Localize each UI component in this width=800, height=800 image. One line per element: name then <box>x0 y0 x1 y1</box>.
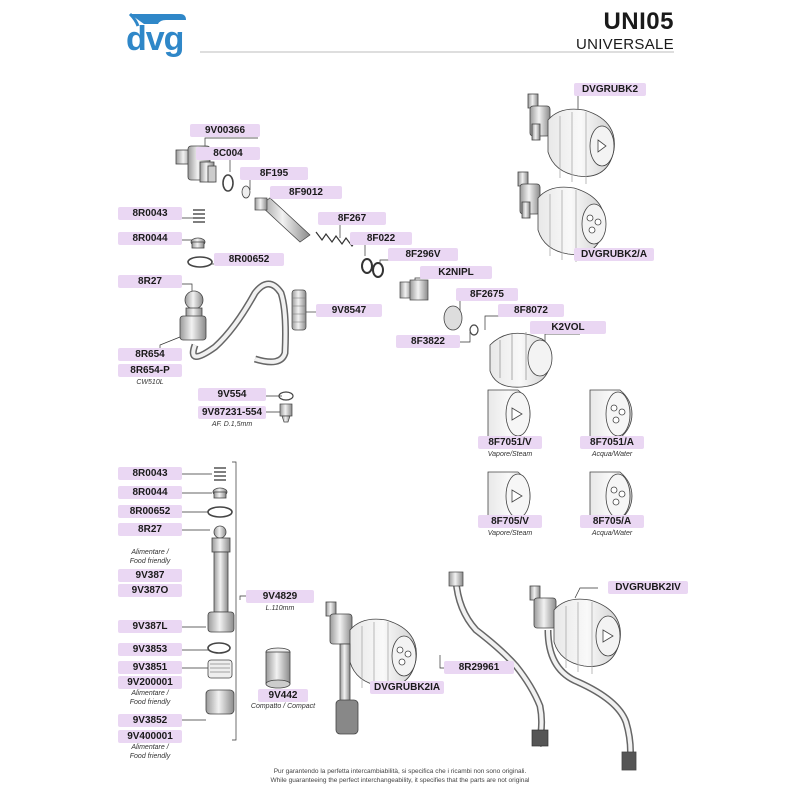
oring-8c004-drawing <box>222 174 234 192</box>
knob-cap-8f7051a-drawing <box>589 389 633 439</box>
label-8r0044: 8R0044 <box>118 232 182 245</box>
knob-cap-8f705a-drawing <box>589 471 633 521</box>
tube-8r29961-drawing <box>448 571 549 748</box>
label-b-8r27: 8R27 <box>118 523 182 536</box>
knob-cap-8f7051v-drawing <box>487 389 531 439</box>
note-food3a: Alimentare / <box>131 744 169 751</box>
dvg-logo-mark-icon <box>128 12 186 27</box>
label-9v387: 9V387 <box>118 569 182 582</box>
label-8f022: 8F022 <box>350 232 412 245</box>
label-9v4829: 9V4829 <box>246 590 314 603</box>
nut-8f022-drawing <box>361 258 384 278</box>
note-food1a: Alimentare / <box>131 549 169 556</box>
label-9v400001: 9V400001 <box>118 730 182 743</box>
sleeve-9v8547-drawing <box>291 289 307 331</box>
label-b-8r0044: 8R0044 <box>118 486 182 499</box>
label-8f195: 8F195 <box>240 167 308 180</box>
note-7051a: Acqua/Water <box>591 451 633 458</box>
label-8f9012: 8F9012 <box>270 186 342 199</box>
ring-9v554-drawing <box>278 391 294 401</box>
label-8r00652: 8R00652 <box>214 253 284 266</box>
label-8f705a: 8F705/A <box>580 515 644 528</box>
note-af: AF. D.1,5mm <box>211 421 253 428</box>
label-9v200001: 9V200001 <box>118 676 182 689</box>
note-705a: Acqua/Water <box>591 530 633 537</box>
note-food1b: Food friendly <box>129 558 171 565</box>
label-k2vol: K2VOL <box>530 321 606 334</box>
label-9v387l: 9V387L <box>118 620 182 633</box>
label-b-8r00652: 8R00652 <box>118 505 182 518</box>
label-b-8r0043: 8R0043 <box>118 467 182 480</box>
label-9v87231-554: 9V87231-554 <box>198 406 266 419</box>
label-8f8072: 8F8072 <box>498 304 564 317</box>
spring-8f2675-drawing <box>443 305 463 331</box>
label-9v3852: 9V3852 <box>118 714 182 727</box>
label-8f296v: 8F296V <box>388 248 458 261</box>
washer-8f195-drawing <box>241 185 251 199</box>
label-k2nipl: K2NIPL <box>420 266 492 279</box>
label-8r654-p: 8R654-P <box>118 364 182 377</box>
label-8f267: 8F267 <box>318 212 386 225</box>
label-8r27: 8R27 <box>118 275 182 288</box>
label-8r654: 8R654 <box>118 348 182 361</box>
brand-logo: dvg <box>126 20 184 58</box>
label-9v8547: 9V8547 <box>316 304 382 317</box>
label-9v387o: 9V387O <box>118 584 182 597</box>
nipple-k2nipl-drawing <box>399 279 429 301</box>
disclaimer-line-en: While guaranteeing the perfect interchan… <box>270 777 530 784</box>
label-9v442: 9V442 <box>258 689 308 702</box>
note-cw510l: CW510L <box>136 379 164 386</box>
label-8r29961: 8R29961 <box>444 661 514 674</box>
disclaimer-line-it: Pur garantendo la perfetta intercambiabi… <box>273 768 527 775</box>
label-dvgrubk2ia: DVGRUBK2IA <box>370 681 444 694</box>
label-8f705v: 8F705/V <box>478 515 542 528</box>
note-food2b: Food friendly <box>129 699 171 706</box>
ring-8f8072-drawing <box>469 324 479 336</box>
label-8r0043: 8R0043 <box>118 207 182 220</box>
knob-k2vol-drawing <box>489 332 553 388</box>
valve-dvgrubk2a-drawing <box>517 171 607 262</box>
valve-dvgrubk2iv-drawing <box>529 585 637 771</box>
label-9v3851: 9V3851 <box>118 661 182 674</box>
note-food2a: Alimentare / <box>131 690 169 697</box>
note-705v: Vapore/Steam <box>487 530 533 537</box>
label-8f3822: 8F3822 <box>396 335 460 348</box>
label-8f7051v: 8F7051/V <box>478 436 542 449</box>
note-food3b: Food friendly <box>129 753 171 760</box>
note-compact: Compatto / Compact <box>250 703 316 710</box>
model-title: UNI05 <box>603 8 674 35</box>
label-8f2675: 8F2675 <box>456 288 518 301</box>
label-9v3853: 9V3853 <box>118 643 182 656</box>
tube-8f9012-drawing <box>254 197 311 243</box>
knob-cap-8f705v-drawing <box>487 471 531 521</box>
label-9v00366: 9V00366 <box>190 124 260 137</box>
label-9v554: 9V554 <box>198 388 266 401</box>
label-dvgrubk2: DVGRUBK2 <box>574 83 646 96</box>
filter-9v442-drawing <box>265 647 291 689</box>
left-stack-top-drawing <box>179 209 213 341</box>
disclaimer-footer: Pur garantendo la perfetta intercambiabi… <box>0 767 800 785</box>
bottom-stack-drawing <box>205 467 235 715</box>
note-l110: L.110mm <box>265 605 295 612</box>
label-dvgrubk2-a: DVGRUBK2/A <box>574 248 654 261</box>
label-8c004: 8C004 <box>196 147 260 160</box>
valve-dvgrubk2ia-drawing <box>325 601 417 735</box>
label-8f7051a: 8F7051/A <box>580 436 644 449</box>
valve-dvgrubk2-drawing <box>527 93 615 184</box>
note-7051v: Vapore/Steam <box>487 451 533 458</box>
model-subtitle: UNIVERSALE <box>575 36 674 53</box>
nozzle-9v87231-drawing <box>279 403 293 423</box>
label-dvgrubk2iv: DVGRUBK2IV <box>608 581 688 594</box>
